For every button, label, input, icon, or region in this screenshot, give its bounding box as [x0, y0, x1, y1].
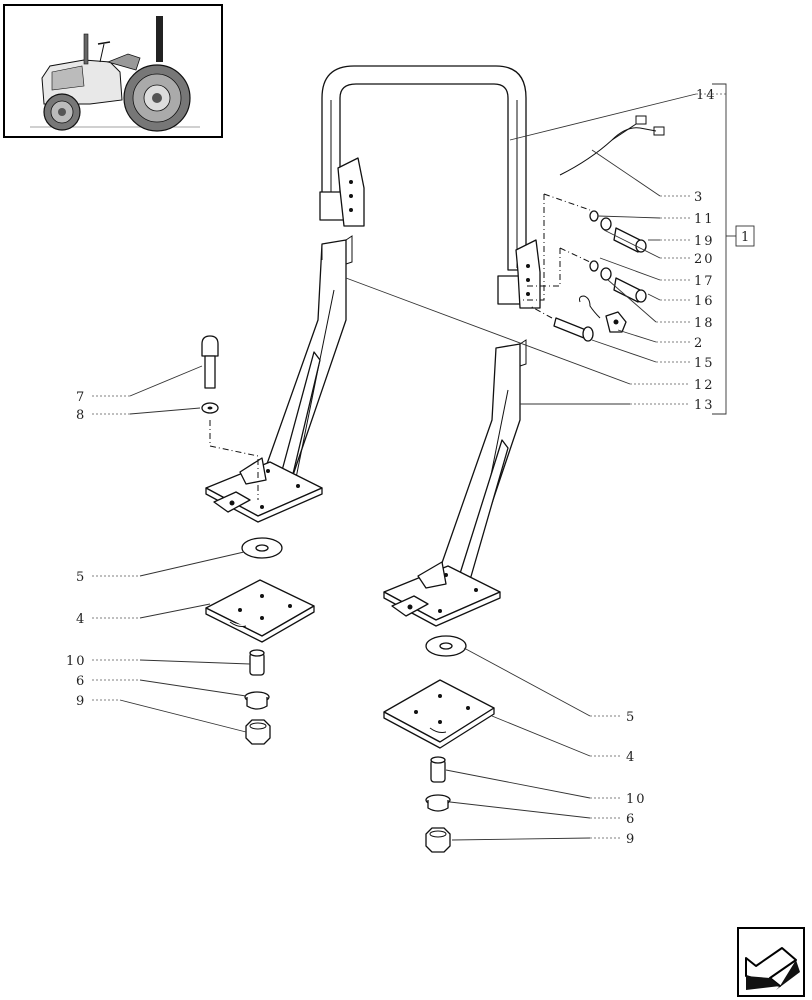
label-20: 20 — [694, 252, 715, 267]
label-7: 7 — [76, 390, 86, 405]
label-4-left: 4 — [76, 612, 86, 627]
right-post-assembly — [383, 339, 527, 627]
label-10-right: 10 — [626, 792, 647, 807]
label-14: 14 — [696, 88, 717, 103]
left-bolt-washer — [201, 335, 259, 500]
next-page-arrow-icon[interactable] — [737, 927, 805, 997]
wire-harness — [559, 115, 665, 176]
label-6-right: 6 — [626, 812, 636, 827]
label-6-left: 6 — [76, 674, 86, 689]
label-11: 11 — [694, 212, 715, 227]
label-5-right: 5 — [626, 710, 636, 725]
label-5-left: 5 — [76, 570, 86, 585]
label-4-right: 4 — [626, 750, 636, 765]
leader-lines — [92, 83, 755, 841]
right-lower-stack — [383, 635, 495, 853]
label-12: 12 — [694, 378, 715, 393]
label-10-left: 10 — [66, 654, 87, 669]
label-2: 2 — [694, 336, 704, 351]
label-13: 13 — [694, 398, 715, 413]
label-8: 8 — [76, 408, 86, 423]
upper-rollbar-hoop — [319, 65, 541, 309]
tractor-thumbnail[interactable] — [3, 4, 223, 138]
label-9-left: 9 — [76, 694, 86, 709]
left-lower-stack — [205, 537, 315, 745]
hardware-upper — [520, 193, 647, 342]
left-post-assembly — [205, 235, 353, 523]
label-3: 3 — [694, 190, 704, 205]
label-18: 18 — [694, 316, 715, 331]
label-16: 16 — [694, 294, 715, 309]
label-1: 1 — [741, 230, 751, 245]
label-15: 15 — [694, 356, 715, 371]
label-19: 19 — [694, 234, 715, 249]
part-labels: 14 3 11 19 1 20 17 16 18 2 15 12 13 7 8 … — [66, 88, 751, 847]
label-17: 17 — [694, 274, 715, 289]
label-9-right: 9 — [626, 832, 636, 847]
